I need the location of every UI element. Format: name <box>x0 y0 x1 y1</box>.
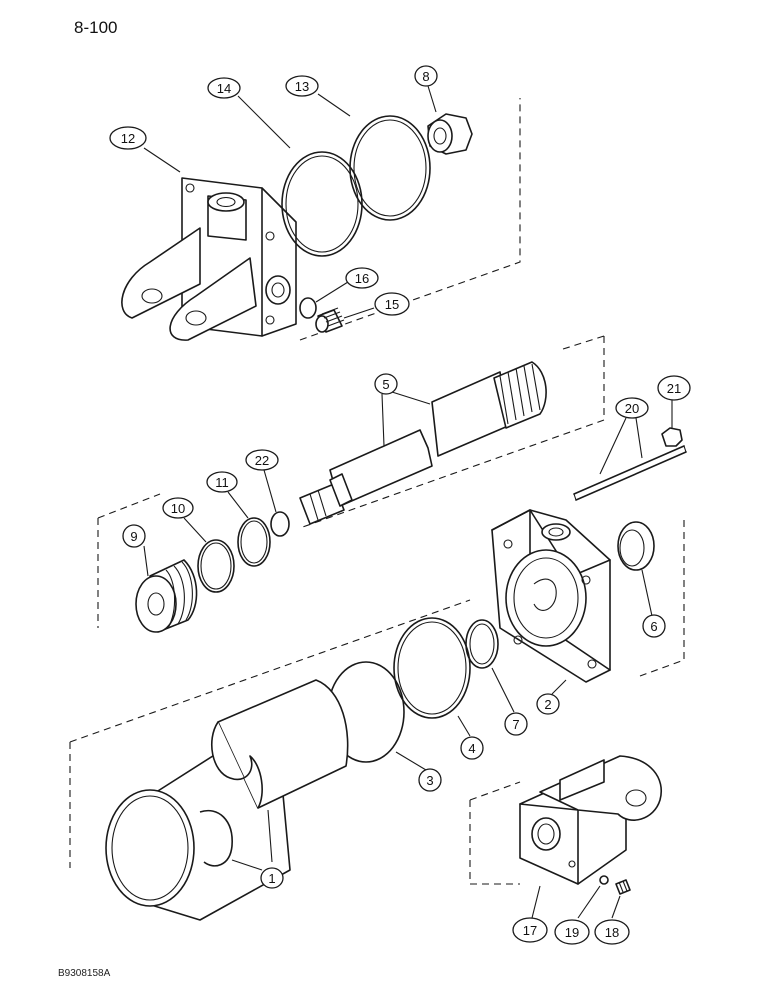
svg-text:5: 5 <box>382 377 389 392</box>
svg-text:10: 10 <box>171 501 185 516</box>
svg-text:13: 13 <box>295 79 309 94</box>
part-10-ring <box>197 539 235 593</box>
group-outline-clevis <box>469 781 521 885</box>
part-6-seal <box>617 521 655 571</box>
svg-text:11: 11 <box>215 475 229 490</box>
callout-8: 8 <box>414 65 438 87</box>
callout-6: 6 <box>642 614 666 638</box>
part-18-setscrew <box>615 879 631 895</box>
svg-text:7: 7 <box>512 717 519 732</box>
svg-text:3: 3 <box>426 773 433 788</box>
svg-text:9: 9 <box>130 529 137 544</box>
svg-text:18: 18 <box>605 925 619 940</box>
callout-21: 21 <box>657 375 691 401</box>
callout-16: 16 <box>345 267 379 289</box>
callout-19: 19 <box>554 919 590 945</box>
svg-text:8: 8 <box>422 69 429 84</box>
part-8-nut <box>427 113 473 155</box>
svg-text:19: 19 <box>565 925 579 940</box>
group-outline-top <box>299 98 521 341</box>
callout-15: 15 <box>374 292 410 316</box>
part-1-barrel <box>105 679 349 921</box>
svg-text:17: 17 <box>523 923 537 938</box>
part-22-ring <box>270 511 290 537</box>
callout-18: 18 <box>594 919 630 945</box>
callout-11: 11 <box>206 471 238 493</box>
part-15-plug <box>315 307 345 333</box>
svg-text:15: 15 <box>385 297 399 312</box>
part-16-oring <box>299 297 317 319</box>
callout-1: 1 <box>260 867 284 889</box>
svg-text:6: 6 <box>650 619 657 634</box>
part-20-tie-rod <box>573 445 687 501</box>
callout-20: 20 <box>615 397 649 419</box>
callout-10: 10 <box>162 497 194 519</box>
figure-code: B9308158A <box>58 968 111 979</box>
callout-2: 2 <box>536 693 560 715</box>
callout-12: 12 <box>109 126 147 150</box>
page-number: 8-100 <box>74 18 118 37</box>
part-9-piston <box>135 559 198 633</box>
svg-text:22: 22 <box>255 453 269 468</box>
part-11-ring <box>237 517 271 567</box>
callout-4: 4 <box>460 736 484 760</box>
part-19-ball <box>599 875 609 885</box>
part-12-head-cap <box>121 177 297 341</box>
part-5-piston-rod <box>299 361 547 525</box>
part-13-oring <box>349 115 431 221</box>
callout-14: 14 <box>207 77 241 99</box>
svg-text:1: 1 <box>268 871 275 886</box>
callout-13: 13 <box>285 75 319 97</box>
svg-text:21: 21 <box>667 381 681 396</box>
svg-text:12: 12 <box>121 131 135 146</box>
callout-3: 3 <box>418 768 442 792</box>
part-2-rod-end-cap <box>491 509 611 683</box>
part-7-oring <box>465 619 499 669</box>
group-outline-middle <box>97 335 605 628</box>
svg-text:16: 16 <box>355 271 369 286</box>
callout-9: 9 <box>122 524 146 548</box>
group-outline-lower <box>69 520 685 868</box>
svg-text:20: 20 <box>625 401 639 416</box>
leader-lines <box>143 85 673 919</box>
part-21-nut <box>661 427 683 447</box>
svg-text:2: 2 <box>544 697 551 712</box>
svg-text:4: 4 <box>468 741 475 756</box>
callout-22: 22 <box>245 449 279 471</box>
svg-text:14: 14 <box>217 81 231 96</box>
part-17-clevis <box>519 755 662 885</box>
callout-7: 7 <box>504 712 528 736</box>
callout-17: 17 <box>512 917 548 943</box>
part-4-oring <box>393 617 471 719</box>
callout-5: 5 <box>374 373 398 395</box>
